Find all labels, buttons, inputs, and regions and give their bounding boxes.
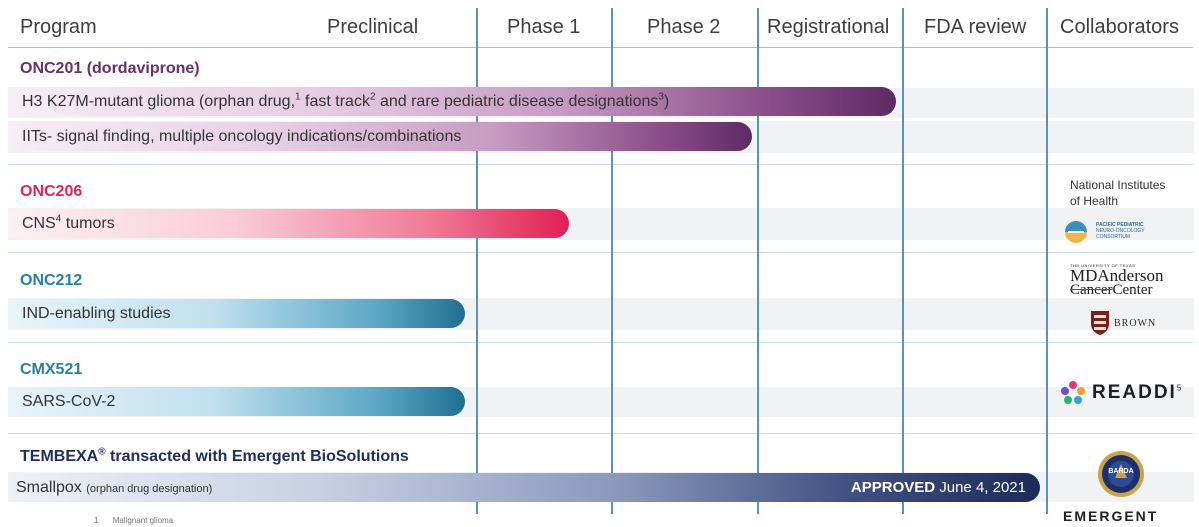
row-divider	[8, 164, 1193, 165]
header-divider	[8, 47, 1193, 48]
footnote: 1 Malignant glioma	[94, 516, 173, 525]
bar-label: IND-enabling studies	[22, 305, 171, 322]
bar-onc212-ind: IND-enabling studies	[8, 299, 465, 328]
footnote-ref: 1	[295, 91, 301, 103]
bar-label: )	[663, 93, 670, 110]
collaborator-ppnoc-logo: PACIFIC PEDIATRIC NEURO-ONCOLOGY CONSORT…	[1064, 218, 1184, 246]
brown-shield-icon	[1091, 311, 1109, 335]
footnote-ref: 3	[658, 91, 664, 103]
column-divider-collaborators	[1046, 8, 1048, 514]
ppnoc-icon	[1065, 221, 1087, 243]
bar-label: fast track	[300, 93, 370, 110]
header-registrational: Registrational	[767, 16, 890, 38]
header-collaborators: Collaborators	[1060, 16, 1179, 38]
ppnoc-line: NEURO-ONCOLOGY	[1096, 228, 1145, 234]
barda-seal-icon	[1098, 451, 1144, 497]
ppnoc-text: PACIFIC PEDIATRIC NEURO-ONCOLOGY CONSORT…	[1096, 222, 1145, 240]
footnote-ref: 2	[369, 91, 376, 103]
collaborator-barda-seal: BARDA	[1097, 450, 1145, 498]
approved-date: June 4, 2021	[935, 479, 1026, 496]
header-preclinical: Preclinical	[327, 16, 419, 38]
bar-onc206-cns: CNS4 tumors	[8, 209, 569, 238]
md-anderson-name: MDAnderson	[1070, 266, 1164, 285]
collaborator-md-anderson-logo: THE UNIVERSITY OF TEXAS MDAnderson Cance…	[1070, 263, 1190, 298]
footnote-ref: 4	[55, 213, 62, 225]
md-anderson-caption: THE UNIVERSITY OF TEXAS	[1070, 263, 1136, 268]
collaborator-nih: National Institutes of Health	[1070, 178, 1166, 208]
program-name-cmx521: CMX521	[20, 361, 83, 378]
row-divider	[8, 433, 1193, 434]
ppnoc-line: PACIFIC PEDIATRIC	[1096, 222, 1144, 228]
header-phase1: Phase 1	[507, 16, 581, 38]
readdi-icon	[1061, 381, 1085, 404]
program-name-onc212: ONC212	[20, 272, 83, 289]
registered-mark: ®	[98, 446, 106, 458]
bar-label: SARS-CoV-2	[22, 393, 116, 410]
header-program: Program	[20, 16, 97, 38]
barda-seal-text: BARDA	[1108, 468, 1134, 475]
column-divider-fda-review	[902, 8, 904, 514]
column-divider-registrational	[757, 8, 759, 514]
header-phase2: Phase 2	[647, 16, 721, 38]
md-anderson-cancer: Cancer	[1070, 282, 1113, 298]
header-fda-review: FDA review	[924, 16, 1027, 38]
approved-status: APPROVED June 4, 2021	[851, 473, 1026, 502]
bar-label: IITs- signal finding, multiple oncology …	[22, 128, 462, 145]
collaborator-emergent-logo: EMERGENT	[1063, 508, 1159, 524]
program-name-text: transacted with Emergent BioSolutions	[105, 448, 409, 465]
approved-label: APPROVED	[850, 479, 936, 496]
bar-label: and rare pediatric disease designations	[375, 93, 659, 110]
footnote-text: Malignant glioma	[112, 516, 174, 525]
bar-onc201-glioma: H3 K27M-mutant glioma (orphan drug,1 fas…	[8, 87, 896, 116]
bar-tembexa-smallpox: Smallpox (orphan drug designation) APPRO…	[8, 473, 1040, 502]
md-anderson-subname: CancerCenter	[1070, 283, 1190, 298]
bar-label: Smallpox	[16, 479, 82, 496]
readdi-name: READDI	[1092, 382, 1177, 403]
column-divider-phase1	[476, 8, 478, 514]
program-name-tembexa: TEMBEXA® transacted with Emergent BioSol…	[20, 446, 409, 466]
footnote-ref: 5	[1176, 383, 1182, 393]
collaborator-readdi-logo: READDI5	[1060, 378, 1190, 408]
brown-text: BROWN	[1114, 318, 1157, 329]
program-name-onc201: ONC201 (dordaviprone)	[20, 60, 200, 77]
bar-cmx521-sars: SARS-CoV-2	[8, 387, 465, 416]
readdi-text: READDI5	[1092, 382, 1181, 404]
footnote-number: 1	[94, 516, 99, 525]
bar-onc201-iits: IITs- signal finding, multiple oncology …	[8, 122, 752, 151]
row-divider	[8, 342, 1193, 343]
collaborator-brown-logo: BROWN	[1090, 310, 1190, 338]
bar-sublabel: (orphan drug designation)	[86, 483, 213, 495]
ppnoc-line: CONSORTIUM	[1096, 234, 1131, 240]
row-divider	[8, 252, 1193, 253]
bar-label: H3 K27M-mutant glioma (orphan drug,	[22, 93, 296, 110]
bar-label: CNS	[22, 215, 56, 232]
program-name-onc206: ONC206	[20, 183, 83, 200]
bar-label: tumors	[61, 215, 115, 232]
column-divider-phase2	[611, 8, 613, 514]
md-anderson-center: Center	[1112, 282, 1153, 298]
program-name-text: TEMBEXA	[20, 448, 99, 465]
